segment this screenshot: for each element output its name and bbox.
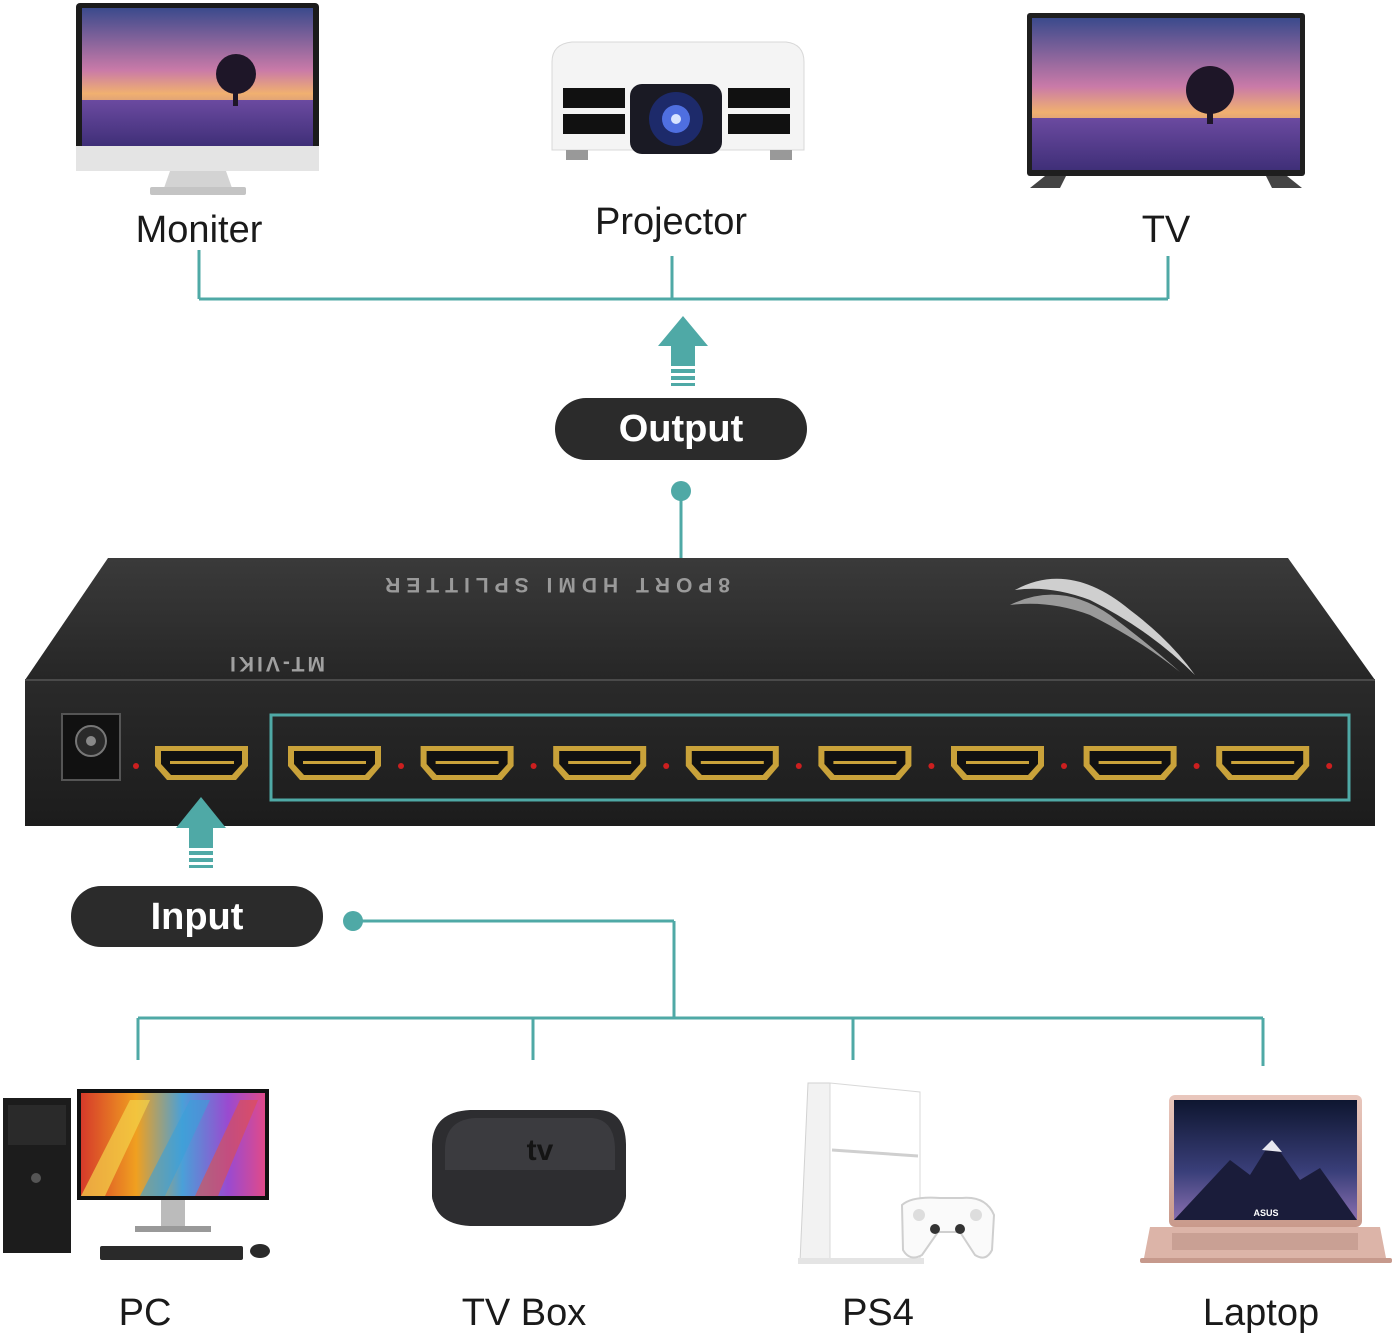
input-device-label: Laptop [1203,1292,1319,1333]
power-jack-icon [61,713,121,781]
status-led [133,763,139,769]
ps4-console-icon [798,1082,996,1264]
projector-icon [551,41,805,160]
output-device-label: Projector [595,201,747,243]
output-device-label: TV [1142,209,1191,251]
status-led [1326,763,1333,769]
status-led [1061,763,1067,769]
splitter-model-text: 8PORT HDMI SPLITTER [379,573,730,596]
hdmi-output-port [1216,746,1310,780]
hdmi-output-port [420,746,514,780]
hdmi-output-port [818,746,912,780]
hdmi-output-port [951,746,1044,780]
laptop-icon: ASUS [1140,1095,1392,1263]
input-badge-label: Input [151,896,244,938]
tv-box-logo: tv [527,1134,554,1167]
laptop-logo: ASUS [1253,1208,1278,1218]
status-led [795,763,802,769]
hdmi-splitter-device: 8PORT HDMI SPLITTER MT-VIKI [25,558,1375,826]
status-led [398,763,404,769]
hdmi-output-port [685,746,779,780]
hdmi-output-port [553,746,647,780]
input-badge: Input [71,886,323,947]
output-connector-lines [197,250,1170,301]
tv-icon [1027,13,1305,188]
input-device-label: PC [119,1292,172,1333]
status-led [1193,763,1200,769]
output-badge-label: Output [619,408,744,450]
status-led [663,763,670,769]
output-device-label: Moniter [136,209,263,251]
hdmi-input-port [155,746,248,780]
tv-box-icon: tv [432,1110,626,1226]
monitor-icon [76,3,319,195]
desktop-pc-icon [3,1089,270,1260]
splitter-brand-text: MT-VIKI [227,652,325,675]
output-ports-highlight [269,713,1351,802]
input-device-label: PS4 [842,1292,914,1333]
input-device-label: TV Box [462,1292,587,1333]
input-arrow-icon [176,797,226,868]
input-connector-lines [136,911,1265,1066]
hdmi-output-port [288,746,381,780]
status-led [928,763,935,769]
hdmi-output-ports [288,746,1333,780]
output-badge: Output [555,398,807,460]
status-led [530,763,537,769]
output-arrow-icon [658,316,708,386]
hdmi-output-port [1083,746,1177,780]
